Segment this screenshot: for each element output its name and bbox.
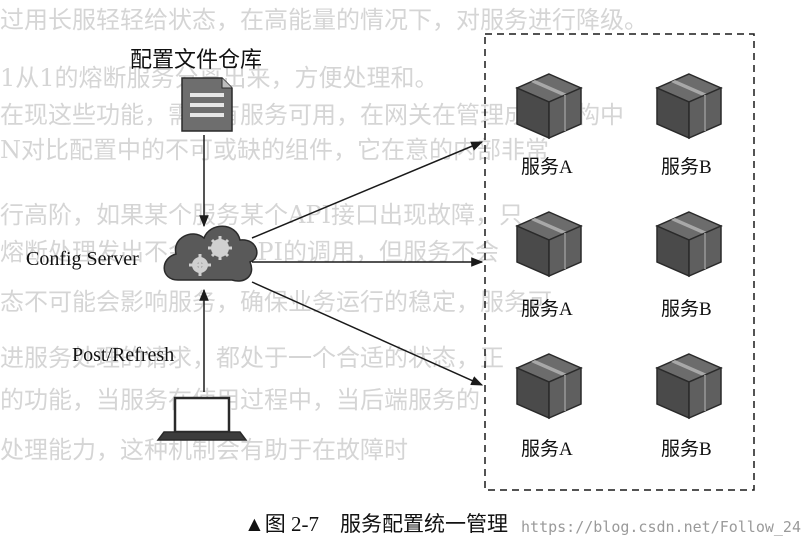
- service-box-icon: [516, 211, 582, 277]
- service-box-icon: [516, 73, 582, 139]
- service-box-icon: [656, 353, 722, 419]
- service-box-icon: [516, 353, 582, 419]
- document-icon: [181, 77, 233, 132]
- config-repo-label: 配置文件仓库: [130, 47, 263, 72]
- watermark: https://blog.csdn.net/Follow_24: [521, 518, 801, 536]
- cloud-gear-icon: [163, 225, 258, 282]
- arrow-server-to-services-bottom: [251, 281, 484, 386]
- service-label: 服务B: [661, 439, 712, 460]
- background-text-line: 过用长服轻轻给状态，在高能量的情况下，对服务进行降级。: [0, 6, 648, 34]
- service-label: 服务A: [521, 157, 573, 178]
- client-label: Post/Refresh: [72, 344, 175, 366]
- service-box-icon: [656, 73, 722, 139]
- service-label: 服务B: [661, 299, 712, 320]
- service-label: 服务B: [661, 157, 712, 178]
- arrow-server-to-services-top: [251, 141, 484, 239]
- service-cluster-box: [484, 33, 755, 491]
- figure-caption: ▲图 2-7 服务配置统一管理: [244, 512, 509, 536]
- laptop-icon: [156, 396, 248, 441]
- service-label: 服务A: [521, 299, 573, 320]
- service-label: 服务A: [521, 439, 573, 460]
- config-server-label: Config Server: [26, 248, 139, 270]
- background-text-line: 行高阶，如果某个服务某个API接口出现故障，只: [0, 201, 523, 229]
- background-text-line: N对比配置中的不可或缺的组件，它在意的内部非常: [0, 136, 549, 164]
- background-text-line: 的功能，当服务在使用过程中，当后端服务的: [0, 386, 480, 414]
- service-box-icon: [656, 211, 722, 277]
